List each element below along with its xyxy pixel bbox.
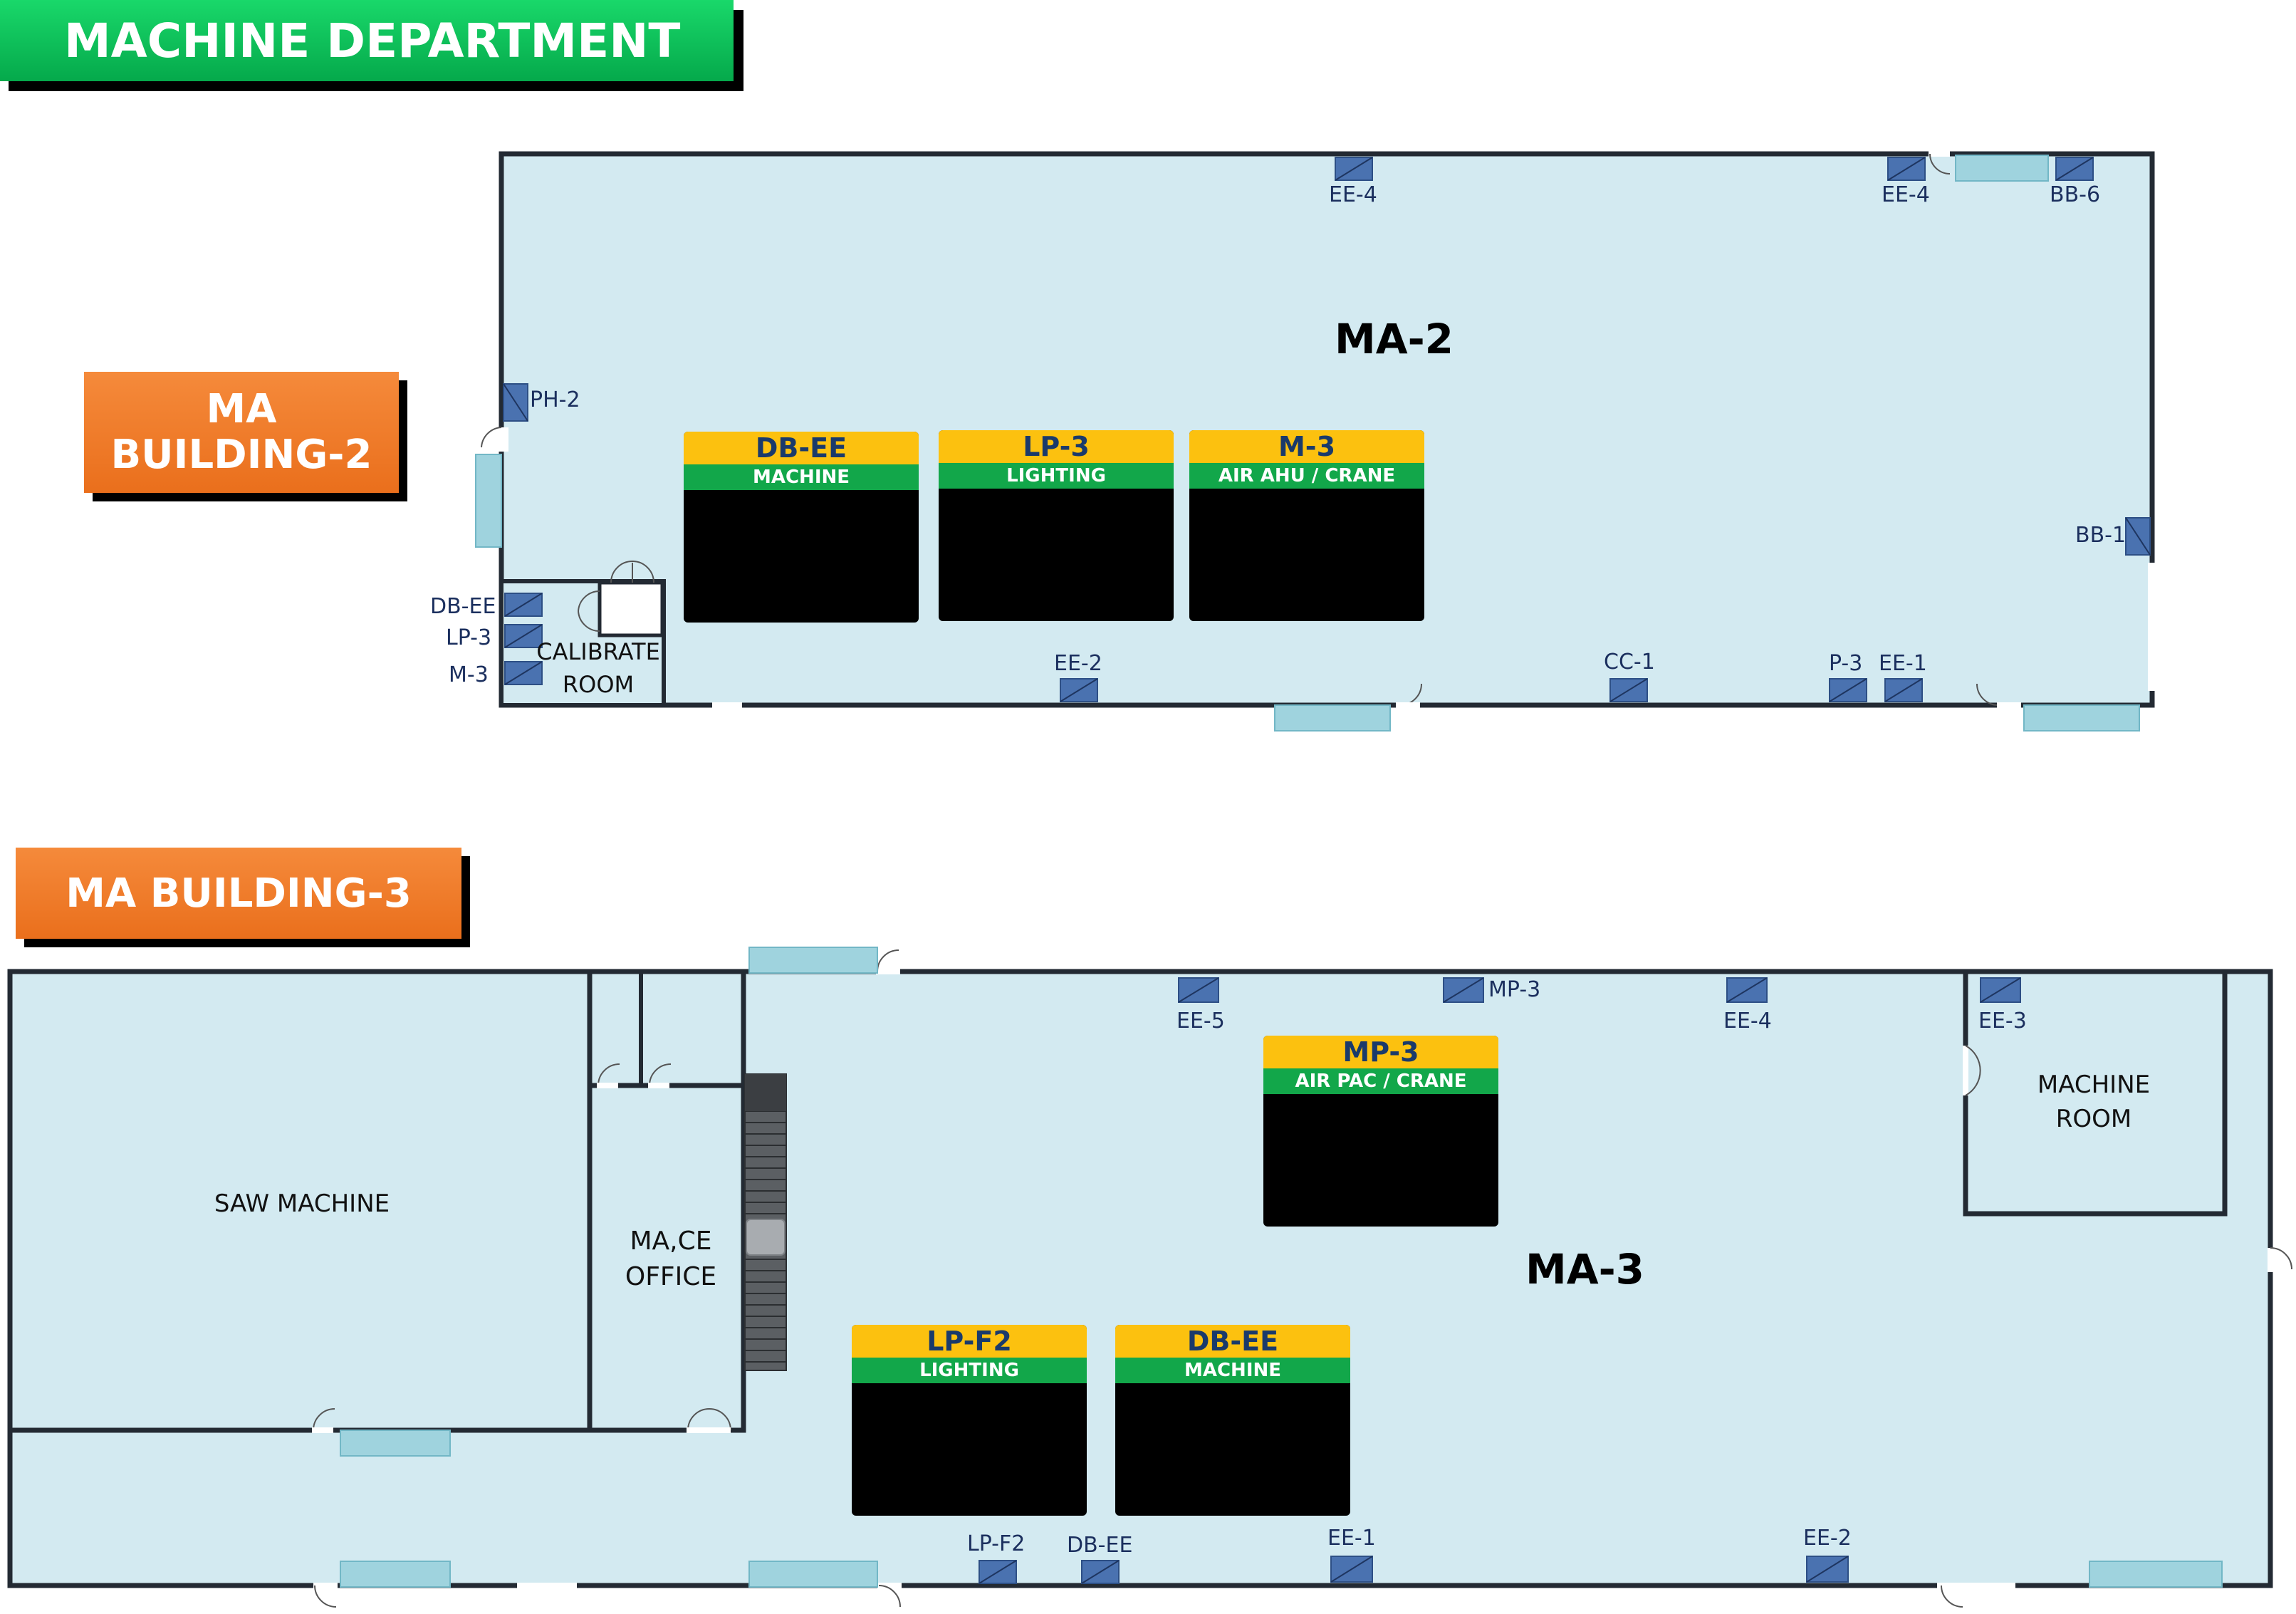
- tag-ee3: EE-3: [1978, 1009, 2027, 1034]
- machine-room-line2: ROOM: [2055, 1104, 2132, 1133]
- panel-box-icon: [2125, 517, 2151, 556]
- panel-card-subtitle: LIGHTING: [852, 1358, 1087, 1383]
- panel-card-subtitle: AIR AHU / CRANE: [1189, 463, 1424, 489]
- office-line1: MA,CE: [630, 1227, 712, 1256]
- panel-box-icon: [1726, 977, 1768, 1003]
- panel-card-title: DB-EE: [684, 432, 919, 464]
- saw-machine-label: SAW MACHINE: [214, 1189, 390, 1218]
- panel-box-icon: [979, 1560, 1017, 1584]
- panel-box-icon: [2055, 157, 2094, 181]
- tag-mp3: MP-3: [1488, 977, 1541, 1002]
- calibrate-room-line2: ROOM: [562, 671, 635, 699]
- panel-box-icon: [1060, 678, 1098, 702]
- panel-box-icon: [1884, 678, 1923, 702]
- panel-box-icon: [1980, 977, 2021, 1003]
- panel-box-icon: [1443, 977, 1484, 1003]
- calibrate-room-label: CALIBRATE ROOM: [536, 635, 661, 702]
- panel-card-title: DB-EE: [1115, 1325, 1350, 1358]
- building3-banner: MA BUILDING-3: [16, 848, 461, 939]
- tag-ee5: EE-5: [1176, 1009, 1225, 1034]
- building2-banner: MA BUILDING-2: [84, 372, 399, 493]
- tag-ee2: EE-2: [1054, 651, 1102, 676]
- tag-p3: P-3: [1829, 651, 1863, 676]
- tag-cc1: CC-1: [1604, 650, 1655, 675]
- panel-card: MP-3 AIR PAC / CRANE: [1263, 1036, 1498, 1227]
- machine-room-line1: MACHINE: [2037, 1071, 2151, 1099]
- page-title: MACHINE DEPARTMENT: [0, 0, 734, 81]
- panel-card: M-3 AIR AHU / CRANE: [1189, 430, 1424, 621]
- tag-bb1: BB-1: [2075, 523, 2127, 548]
- tag-ee2-b3: EE-2: [1803, 1526, 1852, 1551]
- tag-ee4: EE-4: [1723, 1009, 1772, 1034]
- building2-banner-line2: BUILDING-2: [110, 432, 372, 478]
- panel-card-subtitle: LIGHTING: [939, 463, 1174, 489]
- building3-floor: [7, 949, 2292, 1608]
- tag-lp3: LP-3: [446, 625, 492, 650]
- panel-card-title: LP-3: [939, 430, 1174, 463]
- office-line2: OFFICE: [625, 1262, 717, 1292]
- panel-box-icon: [1330, 1556, 1373, 1583]
- tag-m3: M-3: [449, 662, 489, 687]
- panel-card-subtitle: MACHINE: [684, 464, 919, 490]
- panel-box-icon: [1335, 157, 1373, 181]
- machine-room-label: MACHINE ROOM: [1994, 1068, 2193, 1136]
- building2-banner-line1: MA: [206, 385, 277, 432]
- tag-ee4-top: EE-4: [1329, 182, 1377, 207]
- panel-card-title: M-3: [1189, 430, 1424, 463]
- panel-box-icon: [1081, 1560, 1120, 1584]
- panel-card: LP-F2 LIGHTING: [852, 1325, 1087, 1516]
- building2-floor: [475, 150, 2155, 708]
- panel-box-icon: [504, 661, 543, 685]
- panel-box-icon: [1887, 157, 1926, 181]
- panel-card: DB-EE MACHINE: [1115, 1325, 1350, 1516]
- tag-dbee: DB-EE: [430, 594, 496, 619]
- tag-bb6: BB-6: [2050, 182, 2101, 207]
- panel-card: LP-3 LIGHTING: [939, 430, 1174, 621]
- panel-box-icon: [1178, 977, 1219, 1003]
- panel-box-icon: [1806, 1556, 1849, 1583]
- tag-dbee-b3: DB-EE: [1067, 1533, 1133, 1558]
- building3-area-label: MA-3: [1525, 1245, 1645, 1293]
- calibrate-room-line1: CALIBRATE: [536, 638, 660, 665]
- panel-box-icon: [504, 593, 543, 617]
- tag-ee1-b3: EE-1: [1327, 1526, 1376, 1551]
- tag-ph2: PH-2: [530, 387, 580, 412]
- building2-area-label: MA-2: [1335, 315, 1454, 363]
- tag-lpf2: LP-F2: [967, 1531, 1026, 1556]
- panel-card: DB-EE MACHINE: [684, 432, 919, 623]
- tag-ee1: EE-1: [1879, 651, 1927, 676]
- panel-card-subtitle: AIR PAC / CRANE: [1263, 1068, 1498, 1094]
- office-label: MA,CE OFFICE: [600, 1224, 742, 1296]
- panel-card-subtitle: MACHINE: [1115, 1358, 1350, 1383]
- panel-card-title: LP-F2: [852, 1325, 1087, 1358]
- panel-box-icon: [503, 383, 528, 422]
- panel-box-icon: [1609, 678, 1648, 702]
- panel-box-icon: [504, 624, 543, 648]
- tag-ee4-right: EE-4: [1882, 182, 1930, 207]
- panel-box-icon: [1829, 678, 1867, 702]
- panel-card-title: MP-3: [1263, 1036, 1498, 1068]
